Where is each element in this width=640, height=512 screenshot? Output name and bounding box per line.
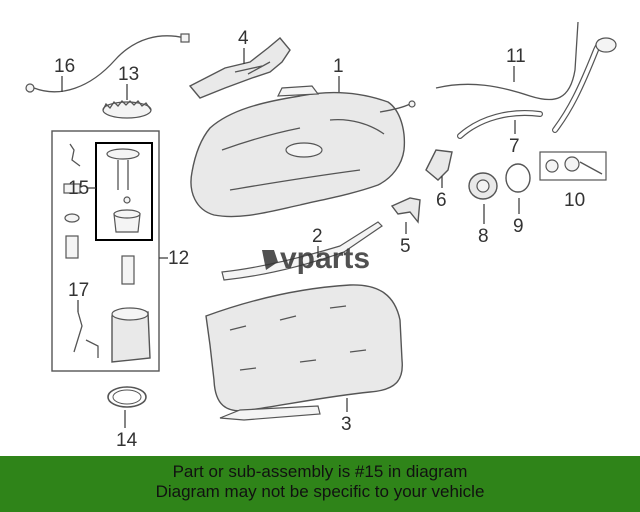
callout-8: 8 xyxy=(478,226,489,247)
callout-10: 10 xyxy=(564,190,585,211)
callout-7: 7 xyxy=(509,136,520,157)
assembly-small-parts[interactable] xyxy=(63,143,151,363)
part-14-gasket[interactable] xyxy=(107,386,147,408)
parts-diagram: 16 13 4 1 11 7 xyxy=(25,21,617,451)
part-4-heat-shield[interactable] xyxy=(188,37,291,99)
banner-line-2: Diagram may not be specific to your vehi… xyxy=(155,482,485,501)
part-6-connector[interactable] xyxy=(425,149,453,181)
part-1-fuel-tank[interactable] xyxy=(190,85,416,218)
info-banner: Part or sub-assembly is #15 in diagram D… xyxy=(0,456,640,512)
part-17-bracket[interactable] xyxy=(73,311,99,358)
callout-5: 5 xyxy=(400,236,411,257)
part-11-filler-pipe[interactable] xyxy=(435,21,617,133)
vparts-logo-mark-icon xyxy=(262,250,278,270)
callout-6: 6 xyxy=(436,190,447,211)
callout-14: 14 xyxy=(116,430,138,451)
callout-11: 11 xyxy=(506,46,526,67)
part-16-hose[interactable] xyxy=(25,33,190,93)
vparts-watermark: vparts xyxy=(262,242,370,275)
part-3-protector[interactable] xyxy=(205,284,403,421)
part-8-valve[interactable] xyxy=(468,172,498,200)
callout-17: 17 xyxy=(68,280,89,301)
callout-12: 12 xyxy=(168,248,189,269)
part-9-gasket[interactable] xyxy=(505,163,531,193)
banner-line-1: Part or sub-assembly is #15 in diagram xyxy=(172,462,468,481)
callout-4: 4 xyxy=(238,28,249,49)
callout-3: 3 xyxy=(341,414,352,435)
part-2-strap[interactable] xyxy=(221,221,383,281)
callout-16: 16 xyxy=(54,56,75,77)
part-7-hose[interactable] xyxy=(457,110,543,139)
part-15-highlight[interactable] xyxy=(95,142,153,241)
callout-9: 9 xyxy=(513,216,524,237)
part-5-bracket[interactable] xyxy=(390,197,421,224)
callout-1: 1 xyxy=(333,56,344,77)
part-12-pump-assembly-box xyxy=(51,130,160,372)
callout-13: 13 xyxy=(118,64,139,85)
callout-2: 2 xyxy=(312,226,323,247)
part-10-cap-kit[interactable] xyxy=(539,151,607,181)
callout-15: 15 xyxy=(68,178,89,199)
part-13-lock-ring[interactable] xyxy=(102,100,152,119)
watermark-brand: vparts xyxy=(280,242,370,275)
